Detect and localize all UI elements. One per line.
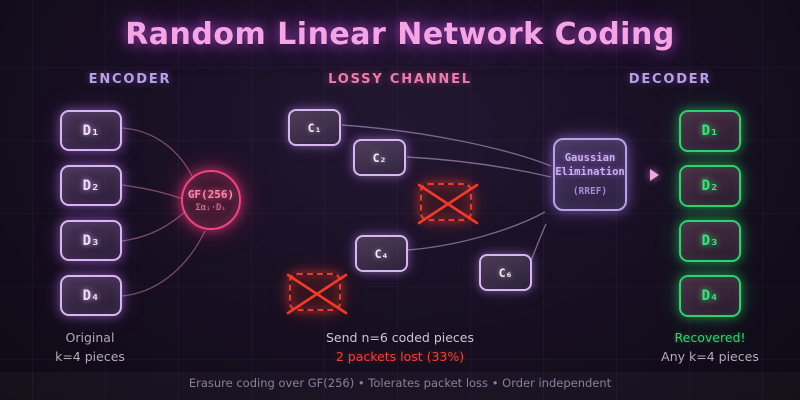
encoder-section-header: ENCODER [88,72,172,87]
decoded-block-d2-label: D₂ [701,178,719,194]
decoded-block-d4-label: D₄ [701,288,719,304]
packet-c1-label: C₁ [307,120,322,135]
channel-caption-line1: Send n=6 coded pieces [325,330,475,345]
lost-packet-1 [417,183,479,225]
gf256-label: GF(256) [187,187,235,201]
page-title: Random Linear Network Coding [125,17,675,52]
decoder-caption: Recovered! Any k=4 pieces [661,328,759,366]
packet-c1: C₁ [288,109,341,146]
packet-c4: C₄ [355,235,408,272]
encoder-block-d2: D₂ [60,165,122,206]
decoded-block-d1-label: D₁ [701,123,719,139]
packet-c2: C₂ [353,139,406,176]
encoder-caption: Original k=4 pieces [55,328,125,366]
decoder-section-header: DECODER [628,72,712,87]
channel-loss-caption: 2 packets lost (33%) [335,349,465,364]
footer-note: Erasure coding over GF(256) • Tolerates … [188,376,612,390]
packet-c2-label: C₂ [372,150,387,165]
decoded-block-d1: D₁ [679,110,741,152]
encoder-block-d3-label: D₃ [82,232,100,249]
encoder-block-d4-label: D₄ [82,287,100,304]
decoder-caption-line1: Recovered! [674,330,746,345]
encoder-caption-line2: k=4 pieces [55,349,125,364]
packet-c6-label: C₆ [498,265,513,280]
channel-caption: Send n=6 coded pieces 2 packets lost (33… [326,328,474,366]
decoded-block-d3-label: D₃ [701,233,719,249]
decoded-block-d2: D₂ [679,165,741,207]
lost-packet-x-icon [417,183,479,225]
encoder-block-d3: D₃ [60,220,122,261]
arrow-right-icon [650,169,659,181]
gf256-combiner-node: GF(256) Σαᵢ·Dᵢ [181,170,241,230]
encoder-caption-line1: Original [65,330,115,345]
encoder-block-d1: D₁ [60,110,122,151]
packet-c4-label: C₄ [374,246,389,261]
encoder-block-d4: D₄ [60,275,122,316]
lost-packet-x-icon [286,273,348,315]
gaussian-elimination-node: Gaussian Elimination (RREF) [553,138,627,211]
encoder-block-d2-label: D₂ [82,177,100,194]
gaussian-label-line2: Elimination [555,166,625,178]
lost-packet-2 [286,273,348,315]
gf256-formula: Σαᵢ·Dᵢ [195,202,227,213]
channel-section-header: LOSSY CHANNEL [328,72,472,87]
packet-c6: C₆ [479,254,532,291]
gaussian-label-line1: Gaussian [564,152,616,164]
decoded-block-d3: D₃ [679,220,741,262]
decoded-block-d4: D₄ [679,275,741,317]
encoder-block-d1-label: D₁ [82,122,100,139]
gaussian-rref-label: (RREF) [572,186,608,197]
decoder-caption-line2: Any k=4 pieces [661,349,759,364]
